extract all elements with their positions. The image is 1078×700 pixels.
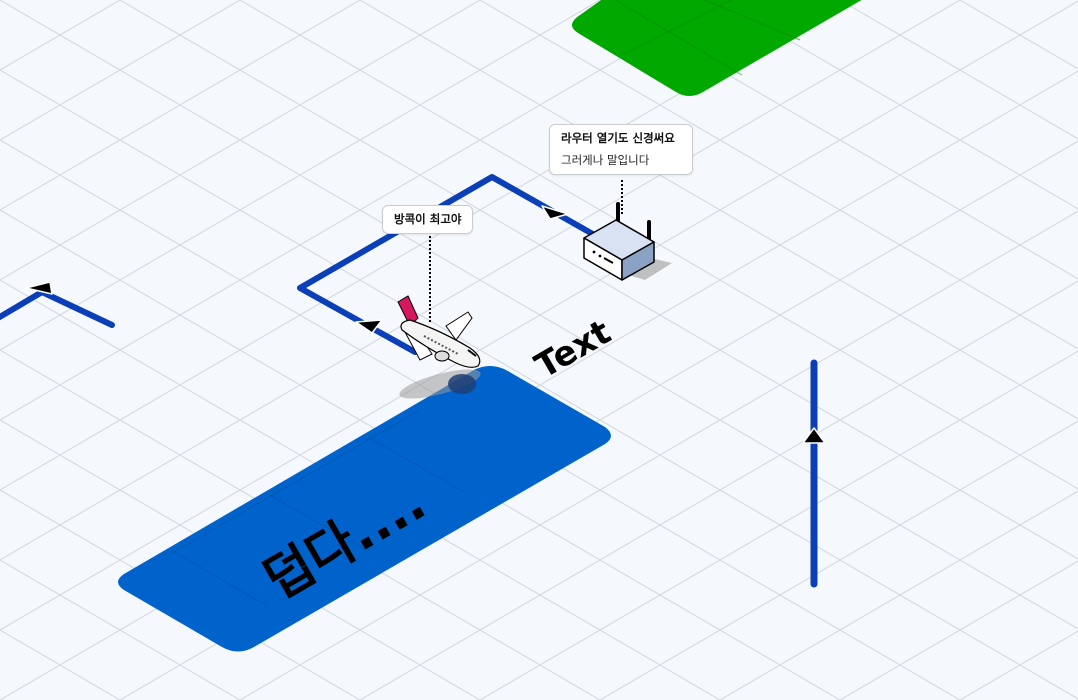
- arrow-head-1: [355, 319, 383, 334]
- plane-callout-title: 방콕이 최고야: [394, 212, 462, 226]
- arrow-head-vertical: [802, 427, 826, 444]
- green-area[interactable]: [572, 0, 865, 96]
- router-callout-body: 그러게나 말입니다: [561, 153, 650, 167]
- blue-area[interactable]: [118, 366, 611, 652]
- arrow-head-2: [541, 205, 569, 220]
- connector-vertical[interactable]: [802, 359, 826, 588]
- airplane-icon[interactable]: [397, 295, 483, 405]
- connector-left[interactable]: [0, 281, 115, 328]
- wireless-router-icon[interactable]: [583, 202, 672, 281]
- arrow-head-left: [25, 281, 53, 295]
- plane-callout[interactable]: 방콕이 최고야: [382, 205, 474, 234]
- router-callout-title: 라우터 열기도 신경써요: [561, 131, 675, 145]
- router-callout[interactable]: 라우터 열기도 신경써요 그러게나 말입니다: [549, 124, 693, 175]
